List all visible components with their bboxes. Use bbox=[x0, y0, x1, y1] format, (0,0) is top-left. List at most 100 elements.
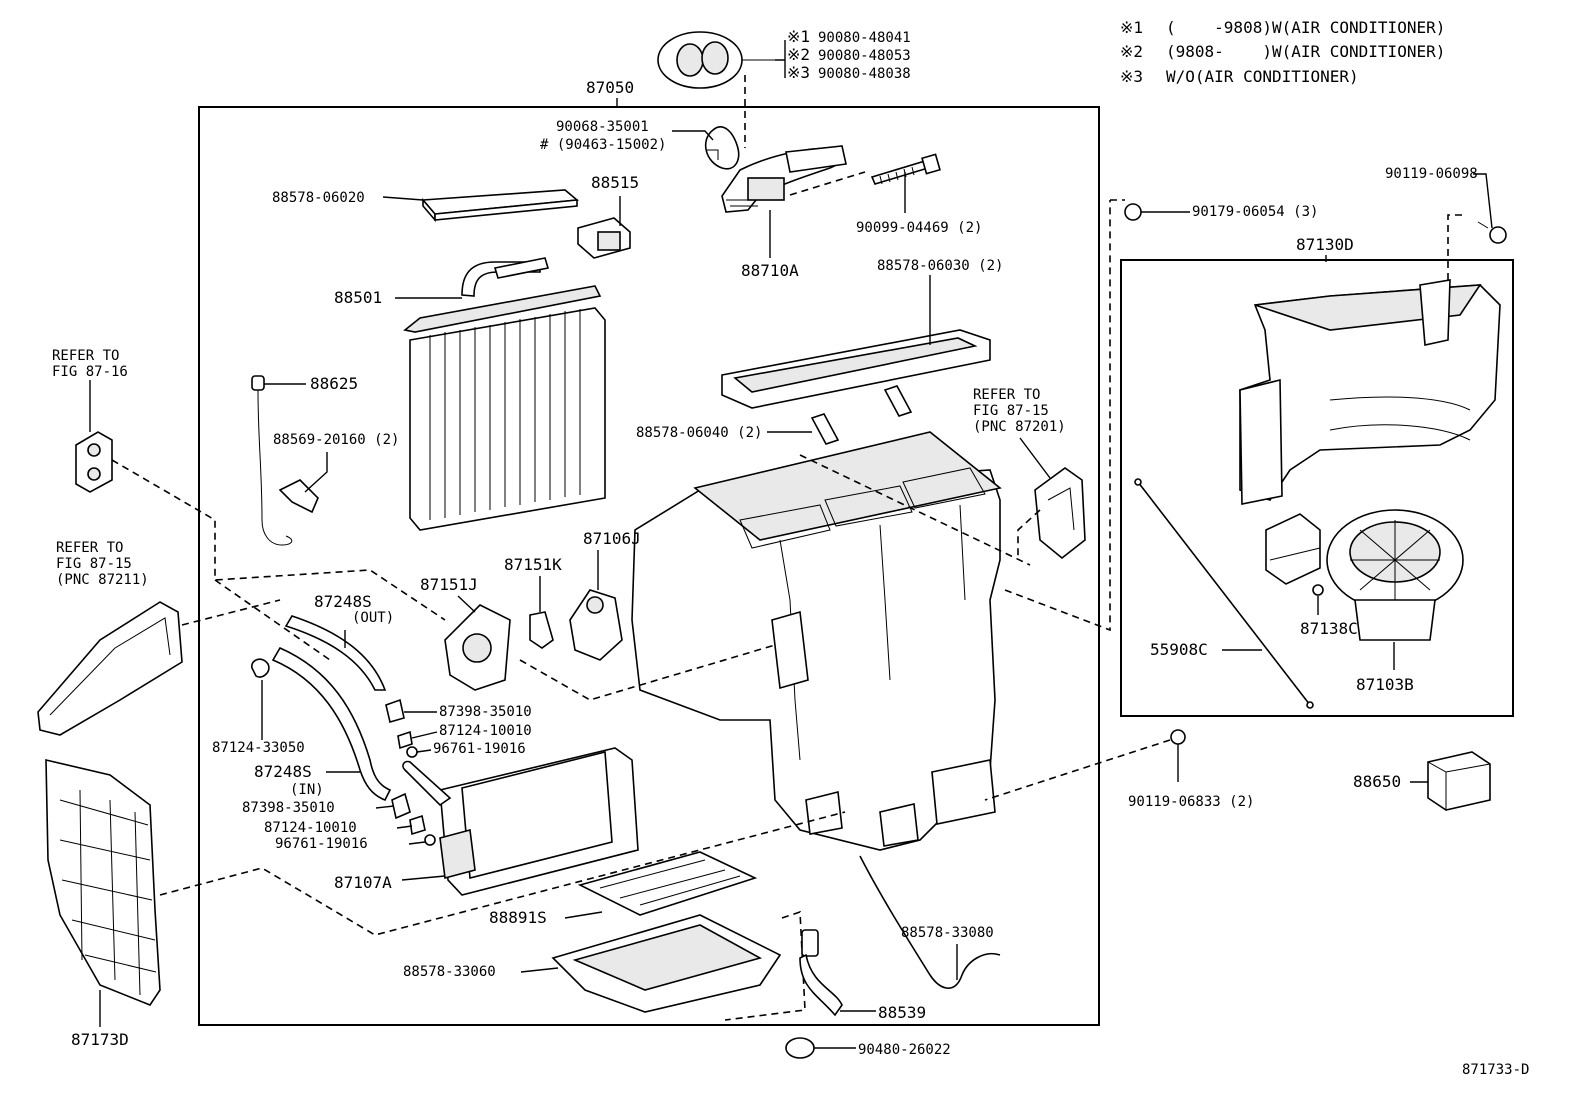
label-88569-20160: 88569-20160 (2) bbox=[273, 432, 399, 448]
duct-gasket-part bbox=[657, 31, 785, 89]
label-90119-06833: 90119-06833 (2) bbox=[1128, 794, 1254, 810]
note-2-text: (9808- )W(AIR CONDITIONER) bbox=[1166, 42, 1445, 61]
side-duct-part bbox=[1034, 467, 1086, 560]
label-87248S-out: 87248S bbox=[314, 592, 372, 611]
label-90099-04469: 90099-04469 (2) bbox=[856, 220, 982, 236]
label-87151J: 87151J bbox=[420, 575, 478, 594]
label-87106J: 87106J bbox=[583, 529, 641, 548]
blower-screw-part bbox=[1312, 584, 1324, 596]
label-88625: 88625 bbox=[310, 374, 358, 393]
label-90179-06054: 90179-06054 (3) bbox=[1192, 204, 1318, 220]
blower-assembly-frame bbox=[1120, 259, 1514, 717]
drain-plug-part bbox=[785, 1037, 815, 1059]
evaporator-part bbox=[403, 257, 606, 531]
notes-legend: ※1 ( -9808)W(AIR CONDITIONER) ※2 (9808- … bbox=[1120, 18, 1445, 86]
pipe-clamp-upper-part bbox=[385, 698, 418, 758]
label-87103B: 87103B bbox=[1356, 675, 1414, 694]
amplifier-module-part bbox=[1427, 751, 1491, 811]
label-87124-10010-upper: 87124-10010 bbox=[439, 723, 532, 739]
bolt-part bbox=[870, 153, 941, 185]
gasket-variant-1-mark: ※1 bbox=[787, 27, 810, 46]
label-90480-26022: 90480-26022 bbox=[858, 1042, 951, 1058]
label-88710A: 88710A bbox=[741, 261, 799, 280]
air-filter-part bbox=[421, 189, 579, 223]
blower-case-part bbox=[1239, 279, 1501, 505]
gasket-variant-1-part: 90080-48041 bbox=[818, 30, 911, 46]
label-88539: 88539 bbox=[878, 1003, 926, 1022]
screw-90119-06833-part bbox=[1170, 729, 1186, 745]
sensor-clip-part bbox=[278, 479, 319, 514]
gasket-variant-2-mark: ※2 bbox=[787, 45, 810, 64]
foot-duct-part bbox=[37, 601, 183, 736]
gasket-variant-2-part: 90080-48053 bbox=[818, 48, 911, 64]
heater-hose-in-part bbox=[271, 646, 392, 802]
screw-90179-06054-part bbox=[1124, 203, 1142, 221]
label-87248S-in: 87248S bbox=[254, 762, 312, 781]
label-87173D: 87173D bbox=[71, 1030, 129, 1049]
refer-87-16-line1: REFER TO bbox=[52, 348, 119, 364]
refer-87201-line3: (PNC 87201) bbox=[973, 419, 1066, 435]
gasket-variant-list: ※1 90080-48041 ※2 90080-48053 ※3 90080-4… bbox=[787, 27, 911, 82]
label-88650: 88650 bbox=[1353, 772, 1401, 791]
note-3-mark: ※3 bbox=[1120, 67, 1143, 86]
label-87130D: 87130D bbox=[1296, 235, 1354, 254]
figure-id: 871733-D bbox=[1462, 1062, 1529, 1078]
note-3-text: W/O(AIR CONDITIONER) bbox=[1166, 67, 1359, 86]
note-1-text: ( -9808)W(AIR CONDITIONER) bbox=[1166, 18, 1445, 37]
label-87124-33050: 87124-33050 bbox=[212, 740, 305, 756]
blower-motor-part bbox=[1326, 509, 1464, 641]
gasket-variant-3-mark: ※3 bbox=[787, 63, 810, 82]
label-87138C: 87138C bbox=[1300, 619, 1358, 638]
label-90119-06098: 90119-06098 bbox=[1385, 166, 1478, 182]
label-88501: 88501 bbox=[334, 288, 382, 307]
lever-link-part bbox=[529, 611, 554, 649]
drain-tray-part bbox=[577, 851, 758, 916]
label-87248S-out-sub: (OUT) bbox=[352, 610, 394, 626]
expansion-valve-part bbox=[721, 145, 847, 213]
refer-87211-line1: REFER TO bbox=[56, 540, 123, 556]
label-96761-19016-upper: 96761-19016 bbox=[433, 741, 526, 757]
heater-core-part bbox=[402, 747, 639, 896]
refer-87-16-line2: FIG 87-16 bbox=[52, 364, 128, 380]
gasket-variant-3-part: 90080-48038 bbox=[818, 66, 911, 82]
drain-rod-part bbox=[859, 855, 1001, 989]
blower-resistor-part bbox=[1265, 513, 1321, 585]
clip-part bbox=[704, 126, 740, 170]
label-87151K: 87151K bbox=[504, 555, 562, 574]
servo-motor-part bbox=[569, 589, 623, 661]
case-pan-part bbox=[551, 914, 782, 1013]
lower-cover-part bbox=[45, 758, 161, 1006]
refer-87201-line2: FIG 87-15 bbox=[973, 403, 1049, 419]
main-assembly-frame bbox=[198, 106, 1100, 1026]
label-87124-10010-lower: 87124-10010 bbox=[264, 820, 357, 836]
heater-hose-out-part bbox=[284, 615, 387, 691]
grommet-plate-part bbox=[75, 431, 113, 493]
foam-pad-part bbox=[810, 385, 913, 445]
note-1-mark: ※1 bbox=[1120, 18, 1143, 37]
damper-link-part bbox=[444, 604, 511, 691]
label-87248S-in-sub: (IN) bbox=[290, 782, 324, 798]
label-88578-06020: 88578-06020 bbox=[272, 190, 365, 206]
case-seal-part bbox=[721, 329, 991, 409]
drain-hose-part bbox=[799, 929, 843, 1017]
temperature-sensor-part bbox=[251, 375, 293, 546]
label-90068-35001: 90068-35001 bbox=[556, 119, 649, 135]
refer-87211-line2: FIG 87-15 bbox=[56, 556, 132, 572]
label-88578-33080: 88578-33080 bbox=[901, 925, 994, 941]
label-88578-06040: 88578-06040 (2) bbox=[636, 425, 762, 441]
label-88515: 88515 bbox=[591, 173, 639, 192]
refer-87211-line3: (PNC 87211) bbox=[56, 572, 149, 588]
label-96761-19016-lower: 96761-19016 bbox=[275, 836, 368, 852]
label-87398-35010-lower: 87398-35010 bbox=[242, 800, 335, 816]
screw-90119-06098-part bbox=[1477, 221, 1507, 244]
pipe-clamp-lower-part bbox=[391, 792, 436, 846]
label-87107A: 87107A bbox=[334, 873, 392, 892]
hose-clamp-part bbox=[251, 658, 270, 678]
label-55908C: 55908C bbox=[1150, 640, 1208, 659]
label-88578-33060: 88578-33060 bbox=[403, 964, 496, 980]
refer-87201-line1: REFER TO bbox=[973, 387, 1040, 403]
note-2-mark: ※2 bbox=[1120, 42, 1143, 61]
label-87398-35010-upper: 87398-35010 bbox=[439, 704, 532, 720]
label-88578-06030: 88578-06030 (2) bbox=[877, 258, 1003, 274]
